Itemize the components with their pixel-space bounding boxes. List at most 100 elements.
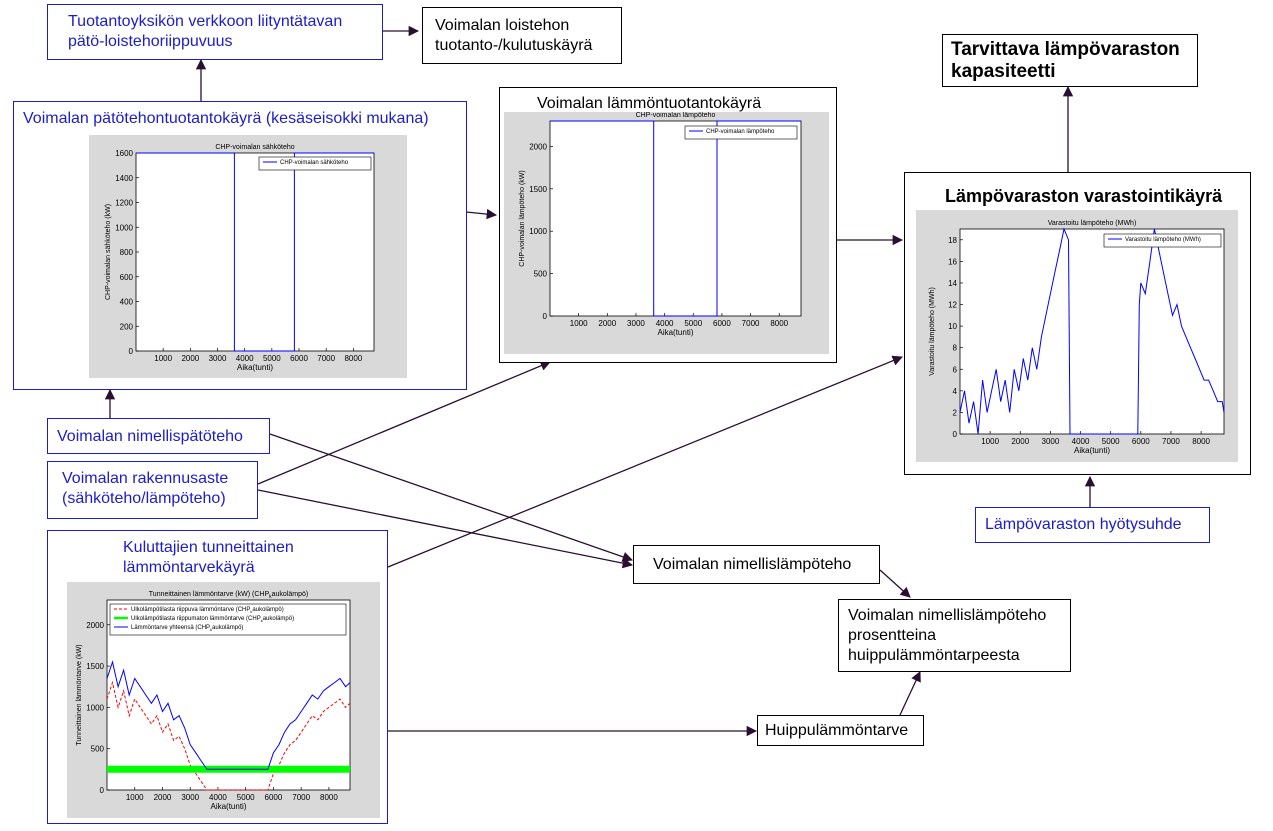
- node-liityntatapa: Tuotantoyksikön verkkoon liityntätavan p…: [47, 4, 383, 60]
- demand-ytick-label: 1500: [86, 662, 104, 671]
- node-loistehokayra: Voimalan loistehon tuotanto-/kulutuskäyr…: [422, 7, 622, 64]
- demand-series-line-2: [106, 660, 351, 770]
- demand-ylabel: Tunneittainen lämmöntarve (kW): [76, 644, 83, 745]
- storage-ytick-label: 16: [948, 257, 957, 266]
- demand-legend-label-1: Ulkolämpötilasta riippumaton lämmöntarve…: [131, 616, 294, 623]
- heat-xtick-label: 4000: [656, 319, 674, 328]
- heat-xlabel: Aika(tunti): [657, 328, 693, 337]
- storage-xtick-label: 2000: [1011, 437, 1029, 446]
- demand-xtick-label: 2000: [154, 793, 172, 802]
- storage-legend-label-0: Varastoitu lämpöteho (MWh): [1125, 237, 1201, 243]
- demand-xtick-label: 5000: [237, 793, 255, 802]
- demand-xtick-label: 8000: [320, 793, 338, 802]
- heat-ytick-label: 2000: [529, 142, 547, 151]
- node-nimellispatoteho-label: Voimalan nimellispätöteho: [57, 428, 243, 445]
- electric-xtick-label: 5000: [263, 354, 281, 363]
- chart-demand-panel: Tunneittainen lämmöntarve (kW) (CHPkauko…: [67, 582, 380, 818]
- storage-xlabel: Aika(tunti): [1074, 446, 1110, 455]
- arrow-rakennusaste-to-lampotuotanto: [257, 360, 551, 485]
- node-lampotuotantokayra-label: Voimalan lämmöntuotantokäyrä: [537, 95, 762, 112]
- node-huippu: Huippulämmöntarve: [757, 715, 924, 746]
- chart-heat: CHP-voimalan lämpöteho 1000 2000 3000 4000 50…: [519, 112, 802, 337]
- storage-ytick-label: 4: [953, 387, 958, 396]
- heat-ytick-label: 1000: [529, 227, 547, 236]
- demand-series-line-0: [106, 680, 351, 791]
- electric-ytick-label: 0: [129, 347, 134, 356]
- storage-series-line-0: [959, 227, 1225, 435]
- node-hyotysuhde: Lämpövaraston hyötysuhde: [975, 507, 1210, 543]
- chart-heat-panel: CHP-voimalan lämpöteho 1000 2000 3000 4000 50…: [504, 112, 829, 354]
- node-tunneittainen: Kuluttajien tunneittainen lämmöntarvekäy…: [47, 530, 388, 824]
- storage-ytick-label: 8: [953, 344, 958, 353]
- chart-demand: Tunneittainen lämmöntarve (kW) (CHPkauko…: [76, 591, 351, 811]
- heat-legend-label-0: CHP-voimalan lämpöteho: [706, 129, 775, 135]
- node-varastointikayra: Lämpövaraston varastointikäyrä Varastoit…: [904, 172, 1251, 475]
- heat-ylabel: CHP-voimalan lämpöteho (kW): [519, 170, 526, 266]
- heat-plot-area: [549, 120, 802, 317]
- arrow-huippu-to-prosentteina: [899, 671, 921, 716]
- electric-xtick-label: 4000: [236, 354, 254, 363]
- electric-ytick-label: 600: [120, 273, 134, 282]
- storage-legend-box: [1103, 233, 1222, 248]
- demand-ytick-label: 1000: [86, 703, 104, 712]
- node-tunneittainen-label: Kuluttajien tunneittainen lämmöntarvekäy…: [123, 539, 294, 576]
- storage-ytick-label: 6: [953, 365, 958, 374]
- electric-title: CHP-voimalan sähköteho: [215, 144, 294, 151]
- node-nimellislampoteho-label: Voimalan nimellislämpöteho: [653, 556, 852, 573]
- electric-ytick-label: 1200: [115, 199, 133, 208]
- heat-ytick-label: 1500: [529, 185, 547, 194]
- storage-xtick-label: 7000: [1162, 437, 1180, 446]
- electric-plot-area: [135, 152, 375, 352]
- demand-xtick-label: 4000: [209, 793, 227, 802]
- storage-xtick-label: 8000: [1192, 437, 1210, 446]
- demand-legend-label-0: Ulkolämpötilasta riippuva lämmöntarve (C…: [131, 607, 284, 614]
- electric-xtick-label: 8000: [344, 354, 362, 363]
- arrow-tunneittainen-to-varastointi: [387, 355, 903, 568]
- demand-xlabel: Aika(tunti): [210, 802, 246, 811]
- storage-ytick-label: 0: [953, 430, 958, 439]
- node-patotehokayra-label: Voimalan pätötehontuotantokäyrä (kesäsei…: [23, 110, 429, 127]
- node-rakennusaste: Voimalan rakennusaste (sähköteho/lämpöte…: [47, 461, 258, 519]
- heat-series-line-0: [550, 120, 801, 317]
- storage-xtick-label: 5000: [1102, 437, 1120, 446]
- node-nimellispatoteho: Voimalan nimellispätöteho: [47, 418, 270, 454]
- node-hyotysuhde-label: Lämpövaraston hyötysuhde: [985, 516, 1182, 533]
- demand-ytick-label: 2000: [86, 621, 104, 630]
- heat-xtick-label: 7000: [742, 319, 760, 328]
- demand-xtick-label: 3000: [181, 793, 199, 802]
- electric-ylabel: CHP-voimalan sähköteho (kW): [105, 204, 112, 300]
- electric-xtick-label: 7000: [317, 354, 335, 363]
- node-nimellislampoteho: Voimalan nimellislämpöteho: [633, 545, 880, 584]
- node-lampotuotantokayra: Voimalan lämmöntuotantokäyrä CHP-voimala…: [499, 87, 837, 363]
- electric-xtick-label: 6000: [290, 354, 308, 363]
- heat-xtick-label: 5000: [684, 319, 702, 328]
- node-varaston-kapasiteetti: Tarvittava lämpövaraston kapasiteetti: [942, 34, 1198, 87]
- electric-ytick-label: 800: [120, 248, 134, 257]
- electric-legend-box: [258, 156, 372, 171]
- storage-xtick-label: 1000: [981, 437, 999, 446]
- storage-ytick-label: 18: [948, 236, 957, 245]
- storage-ytick-label: 12: [948, 301, 957, 310]
- storage-ytick-label: 10: [948, 322, 957, 331]
- heat-xtick-label: 3000: [627, 319, 645, 328]
- heat-xtick-label: 8000: [770, 319, 788, 328]
- storage-xtick-label: 6000: [1132, 437, 1150, 446]
- electric-ytick-label: 1000: [115, 223, 133, 232]
- demand-xtick-label: 7000: [292, 793, 310, 802]
- arrow-patoteho-to-lampotuotanto: [465, 208, 498, 220]
- demand-legend-box: [109, 603, 347, 636]
- storage-xtick-label: 4000: [1072, 437, 1090, 446]
- node-prosentteina-label: Voimalan nimellislämpöteho prosentteina …: [848, 607, 1047, 664]
- electric-series-line-0: [136, 152, 374, 352]
- electric-xtick-label: 3000: [209, 354, 227, 363]
- heat-ytick-label: 0: [543, 312, 548, 321]
- demand-xtick-label: 1000: [126, 793, 144, 802]
- demand-ytick-label: 0: [100, 786, 105, 795]
- demand-legend-label-2: Lämmöntarve yhteensä (CHPkaukolämpö): [131, 625, 243, 632]
- node-varaston-kapasiteetti-label: Tarvittava lämpövaraston kapasiteetti: [951, 39, 1180, 82]
